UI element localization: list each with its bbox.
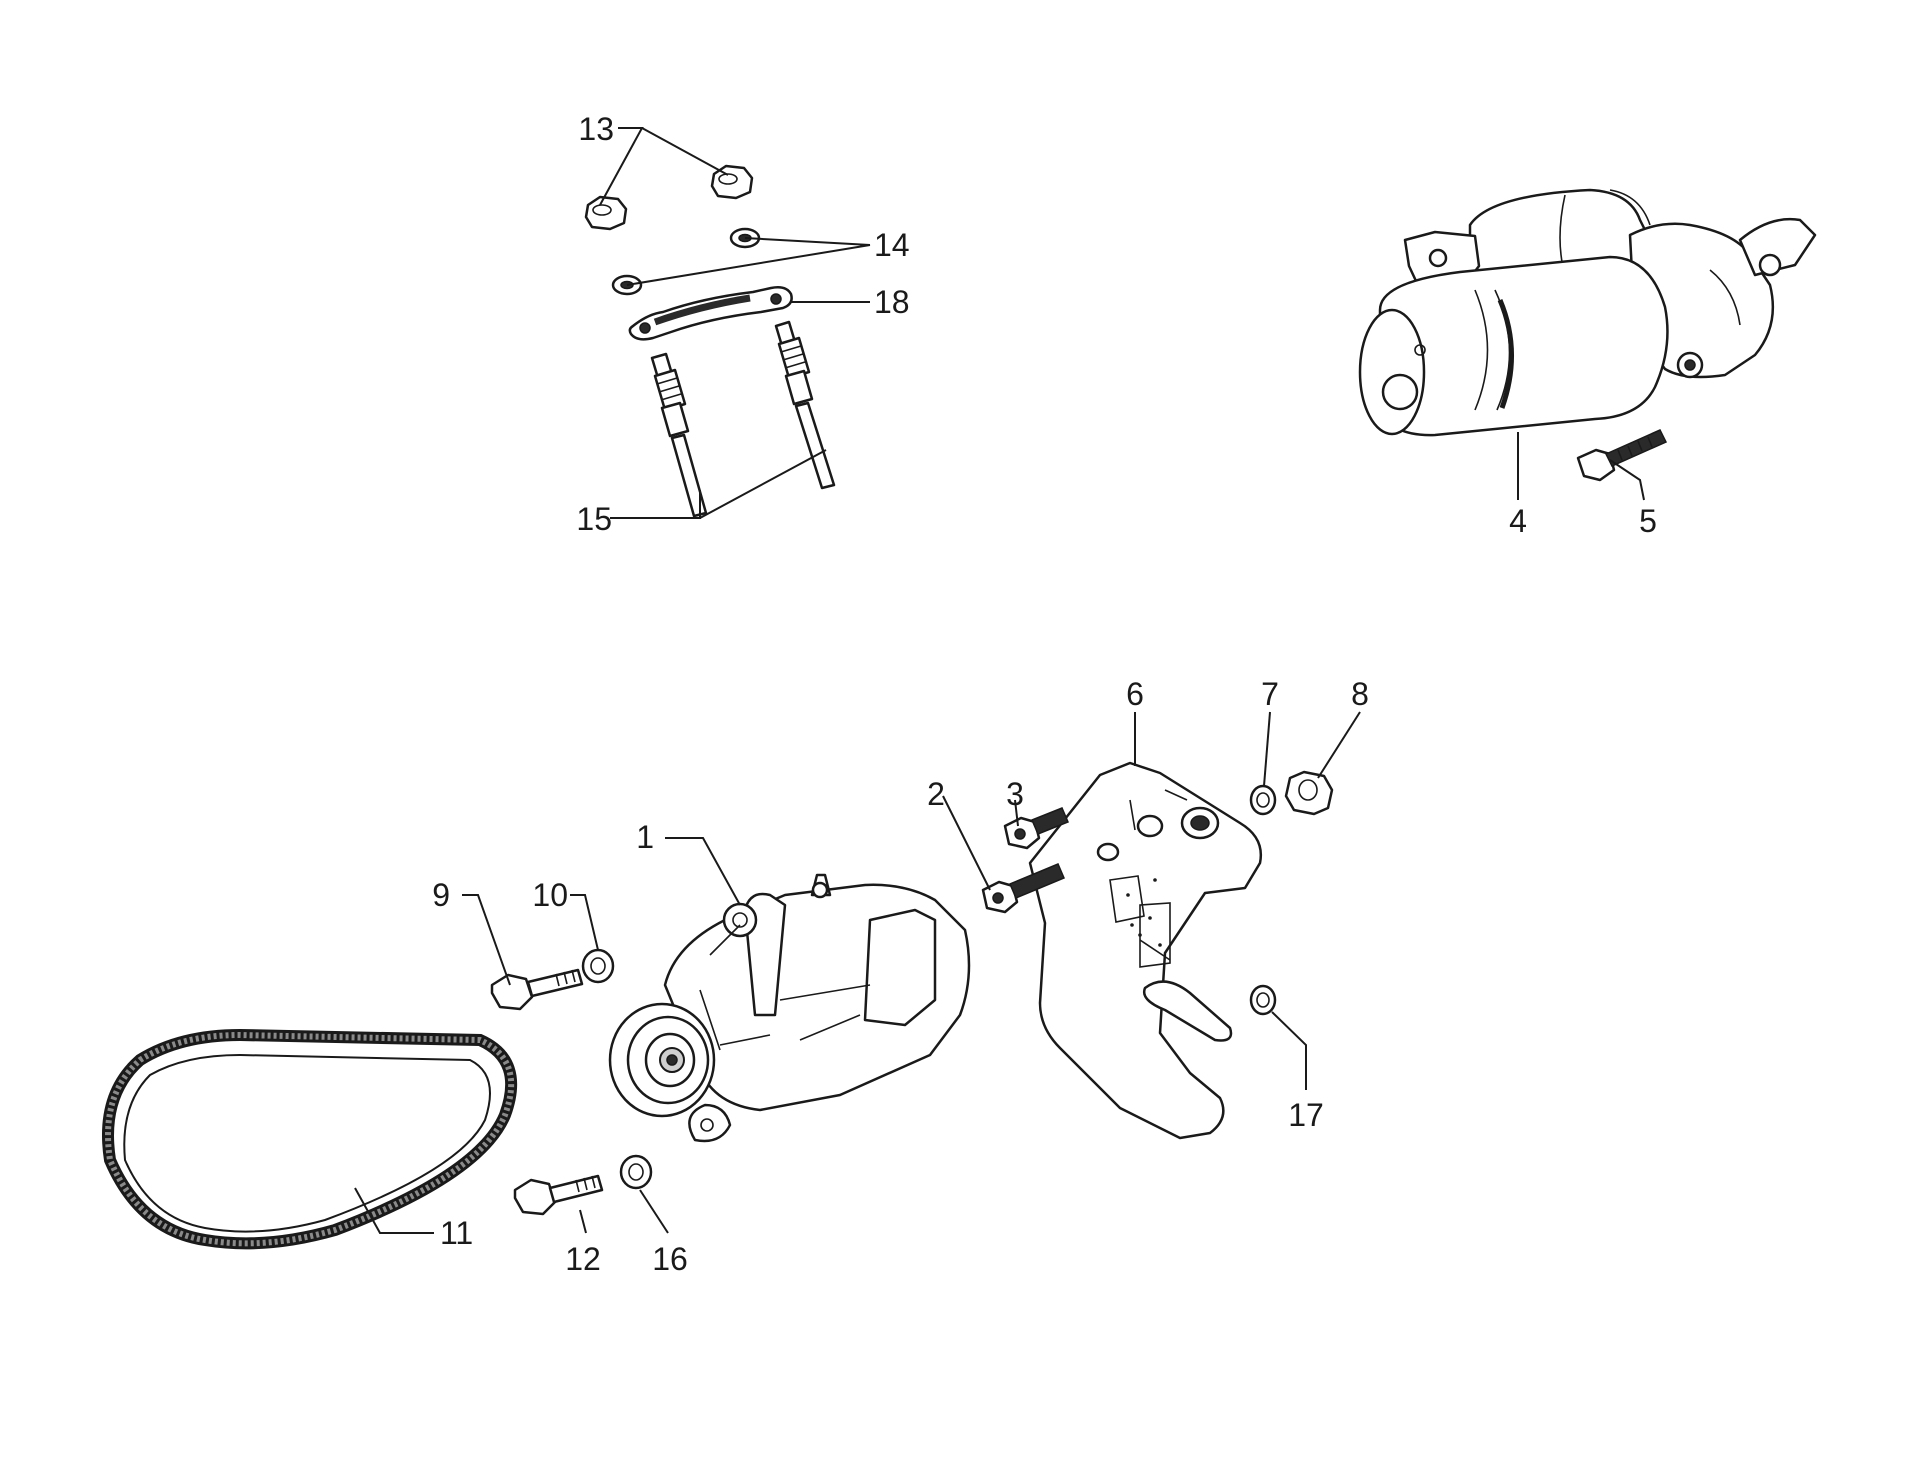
- glow-plug-assembly: [584, 164, 836, 518]
- bolt-5: [1576, 429, 1668, 482]
- callout-labels: 1 2 3 4 5 6 7 8 9 10 11 12 13 14 15 16 1…: [432, 111, 1657, 1277]
- callout-18: 18: [874, 284, 910, 320]
- callout-8: 8: [1351, 676, 1369, 712]
- mounting-bracket-6: [1028, 761, 1263, 1140]
- callout-6: 6: [1126, 676, 1144, 712]
- callout-12: 12: [565, 1241, 601, 1277]
- washer-17: [1249, 984, 1277, 1016]
- washer-7: [1249, 784, 1277, 816]
- bolt-12: [513, 1174, 604, 1216]
- callout-7: 7: [1261, 676, 1279, 712]
- callout-2: 2: [927, 776, 945, 812]
- bolt-9: [490, 968, 584, 1011]
- callout-9: 9: [432, 877, 450, 913]
- leader-lines: [354, 127, 1645, 1234]
- starter-motor-4: [1358, 188, 1817, 437]
- nut-13b: [710, 164, 754, 200]
- nut-13a: [584, 195, 628, 231]
- washer-14a: [729, 227, 761, 249]
- callout-10: 10: [532, 877, 568, 913]
- callout-13: 13: [578, 111, 614, 147]
- alternator-1: [608, 873, 971, 1143]
- washer-16: [619, 1154, 653, 1190]
- screw-2: [981, 863, 1065, 914]
- nut-8: [1284, 770, 1334, 816]
- callout-3: 3: [1006, 776, 1024, 812]
- v-belt-11: [102, 1028, 518, 1250]
- glow-plug-15b: [774, 320, 836, 490]
- screw-3: [1003, 807, 1069, 850]
- callout-5: 5: [1639, 503, 1657, 539]
- callout-14: 14: [874, 227, 910, 263]
- callout-16: 16: [652, 1241, 688, 1277]
- callout-17: 17: [1288, 1097, 1324, 1133]
- callout-11: 11: [440, 1215, 473, 1251]
- callout-1: 1: [636, 819, 654, 855]
- callout-15: 15: [576, 501, 612, 537]
- washer-10: [581, 948, 615, 984]
- callout-4: 4: [1509, 503, 1527, 539]
- glow-plug-15a: [650, 352, 708, 518]
- bus-bar-18: [628, 286, 793, 341]
